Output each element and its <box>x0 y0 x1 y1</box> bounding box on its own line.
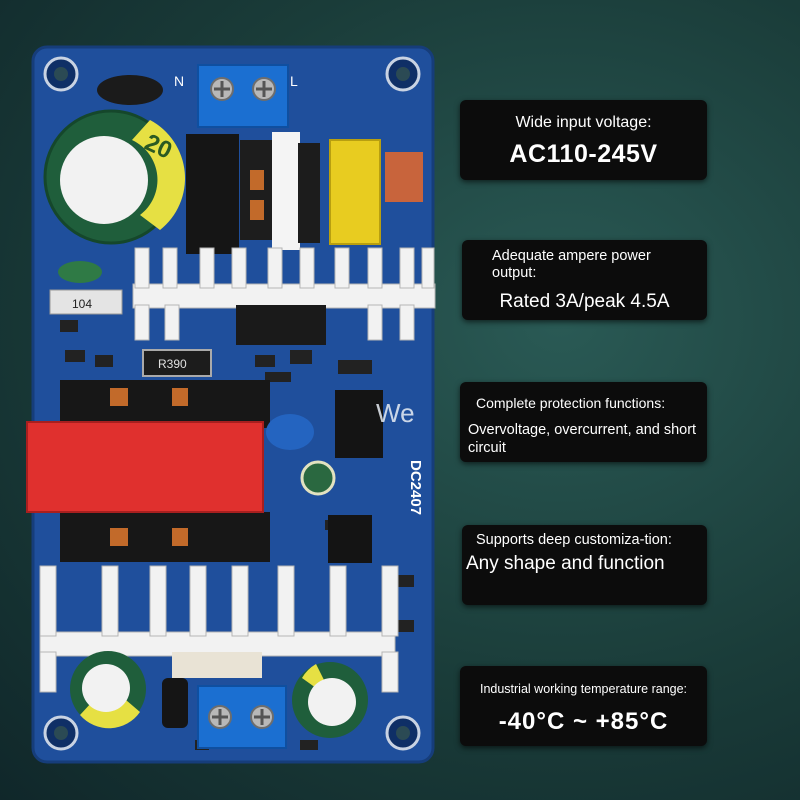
diode-body <box>172 652 262 678</box>
thermistor <box>97 75 163 105</box>
resistor-marking-r390: R390 <box>158 357 187 371</box>
pwm-ic <box>335 390 383 458</box>
resistor-104 <box>49 289 123 315</box>
common-mode-choke <box>272 132 300 250</box>
feature-heading: Complete protection functions: <box>476 395 666 411</box>
varistor <box>58 261 102 283</box>
x-capacitor <box>329 139 381 245</box>
feature-heading: Wide input voltage: <box>515 114 652 131</box>
choke-core <box>298 143 320 243</box>
coil-winding <box>250 170 264 190</box>
feature-panel-customization: Supports deep customiza-tion: Any shape … <box>462 525 707 605</box>
input-terminal-block <box>197 64 289 128</box>
feature-value: Overvoltage, overcurrent, and short circ… <box>468 422 697 456</box>
feature-panel-temperature: Industrial working temperature range: -4… <box>460 666 707 746</box>
y-capacitor <box>266 414 314 450</box>
model-marking: DC2407 <box>407 460 424 515</box>
watermark: We <box>376 398 415 428</box>
resistor-marking-104: 104 <box>72 297 92 311</box>
feature-panel-protection: Complete protection functions: Overvolta… <box>460 382 707 462</box>
ic-bridge <box>186 134 239 254</box>
mounting-holes <box>43 56 421 751</box>
feature-panel-input-voltage: Wide input voltage: AC110-245V <box>460 100 707 180</box>
feature-value: AC110-245V <box>509 140 658 168</box>
inductor-output <box>162 678 188 728</box>
upper-heatsink <box>132 247 436 341</box>
coil-winding <box>250 200 264 220</box>
input-capacitor <box>43 109 186 245</box>
output-capacitor-left <box>70 651 146 729</box>
terminal-label-n: N <box>174 73 184 89</box>
feature-value: Any shape and function <box>466 553 665 574</box>
transformer <box>26 380 270 562</box>
small-capacitor <box>300 460 336 496</box>
feature-heading: Adequate ampere power output: <box>492 248 651 281</box>
output-capacitor-right <box>292 662 368 738</box>
terminal-label-l: L <box>290 73 298 89</box>
feature-value: -40°C ~ +85°C <box>498 708 669 735</box>
fuse-resistor <box>385 152 423 202</box>
output-terminal-block <box>197 685 287 749</box>
feature-value: Rated 3A/peak 4.5A <box>499 291 670 312</box>
feature-panel-power-output: Adequate ampere power output: Rated 3A/p… <box>462 240 707 320</box>
optocoupler <box>328 515 372 563</box>
mosfet <box>236 305 326 345</box>
feature-heading: Industrial working temperature range: <box>479 682 688 696</box>
feature-heading: Supports deep customiza-tion: <box>476 532 672 548</box>
resistor-r390 <box>142 349 212 377</box>
